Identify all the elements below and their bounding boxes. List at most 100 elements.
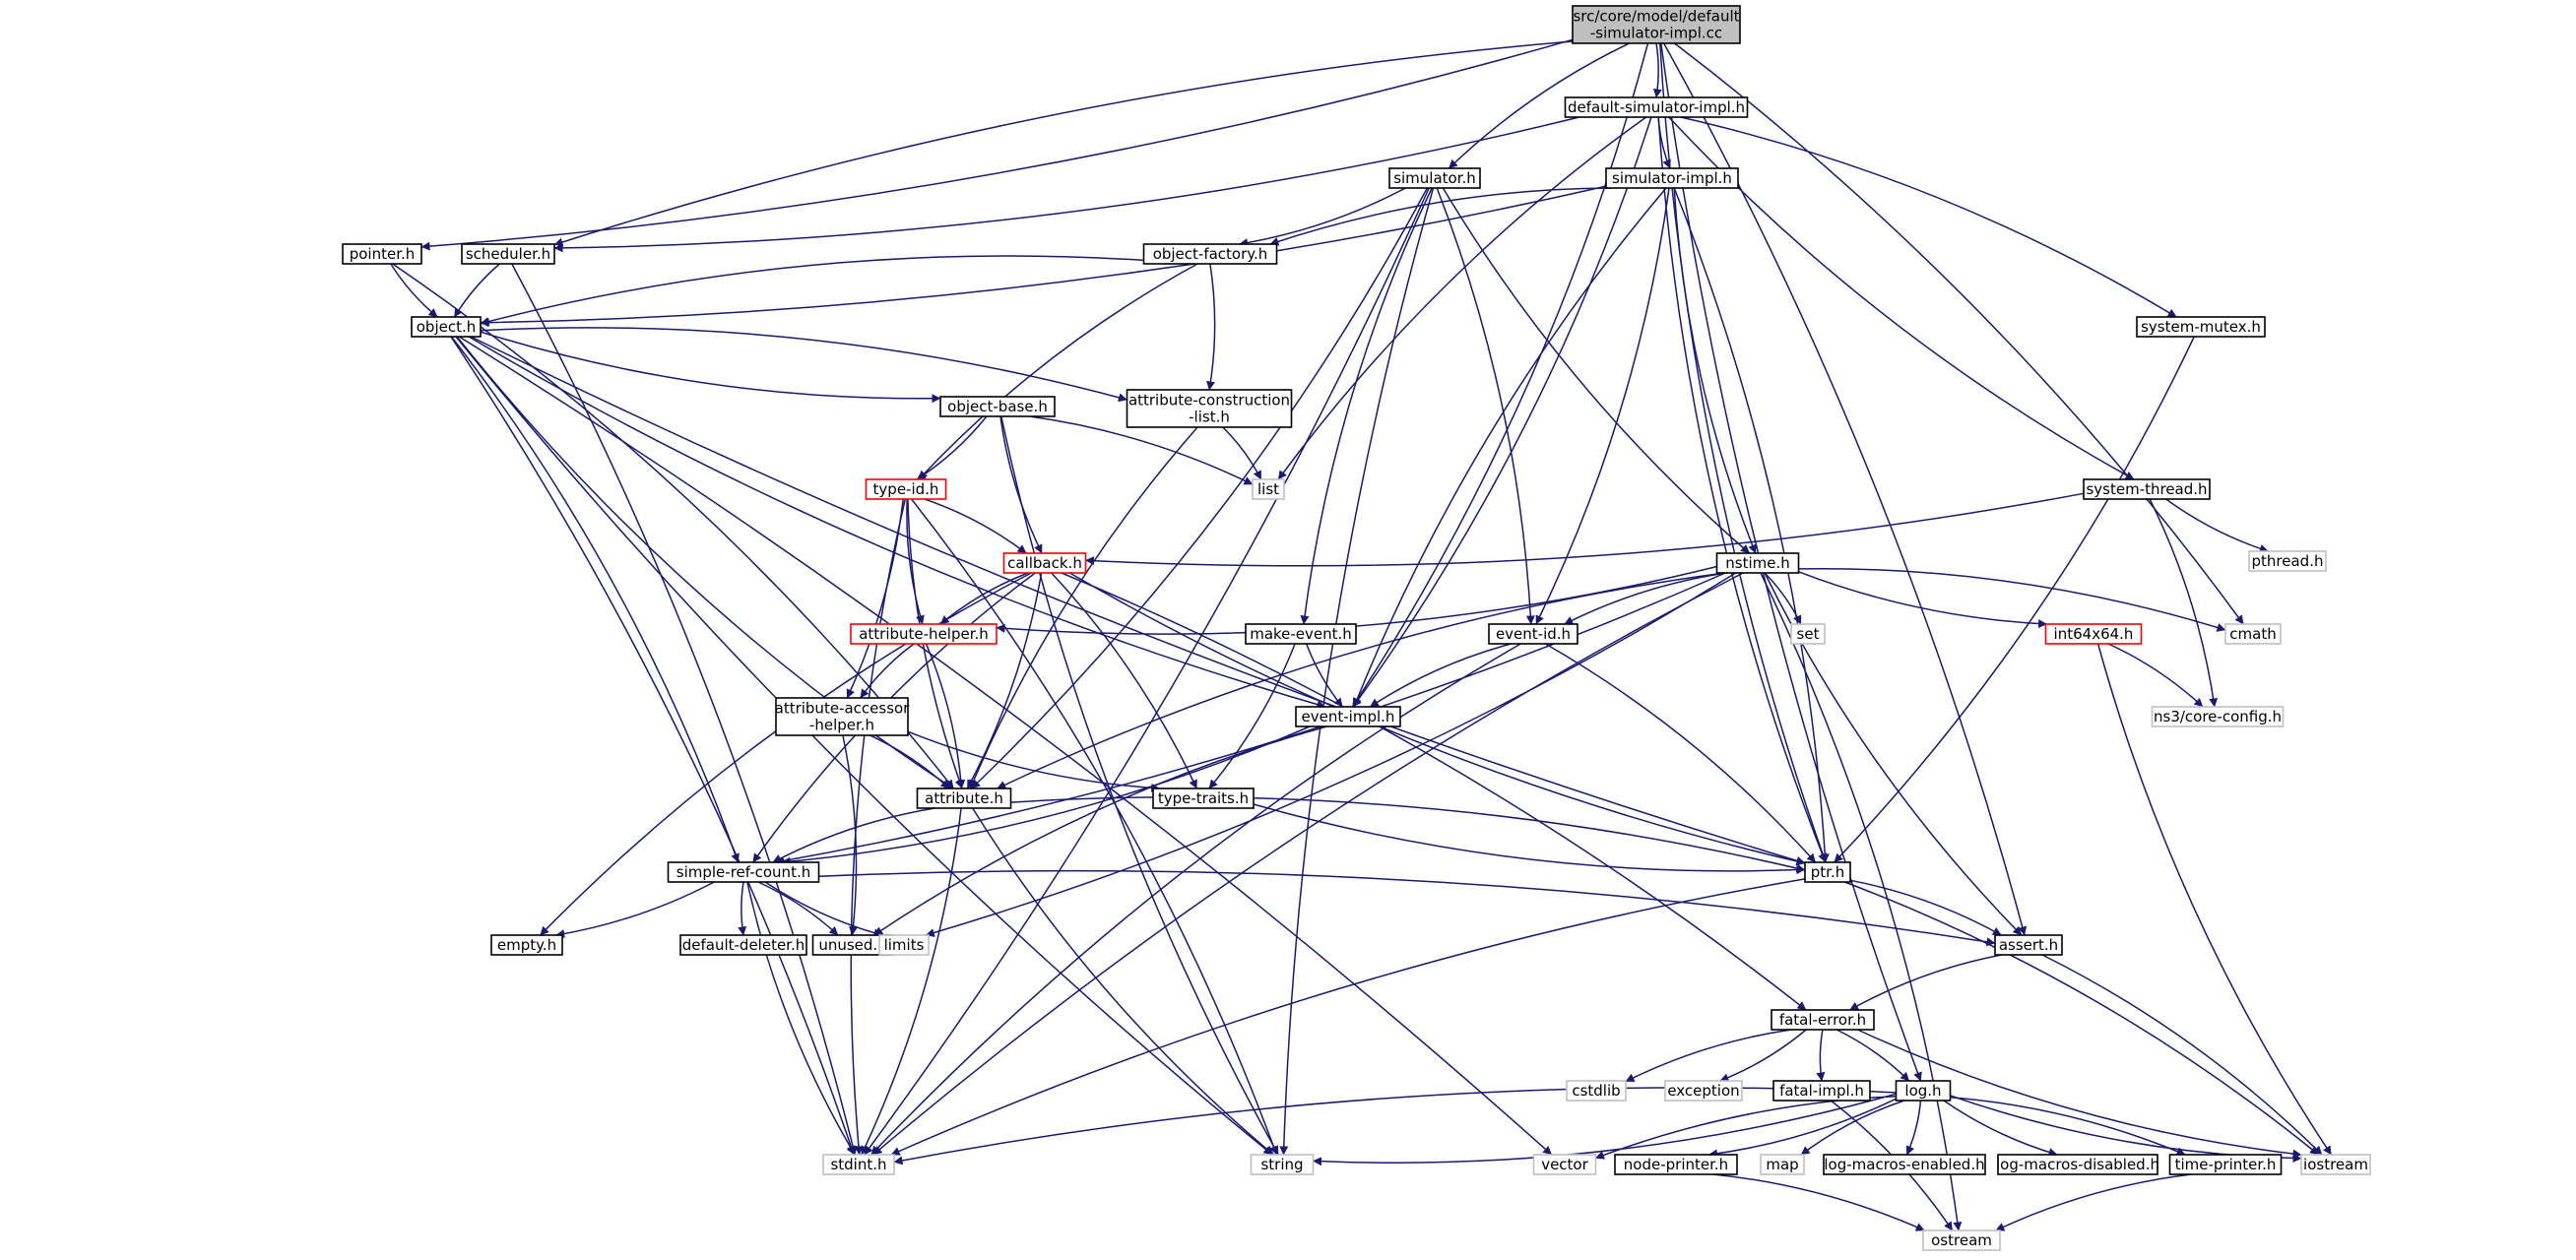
node-fatalimpl[interactable]: fatal-impl.h	[1772, 1080, 1871, 1102]
node-logmd[interactable]: log-macros-disabled.h	[1996, 1154, 2159, 1175]
node-sched[interactable]: scheduler.h	[461, 243, 555, 265]
edge-attrcl-to-attrh	[969, 426, 1198, 789]
node-timeprint-label: time-printer.h	[2175, 1156, 2277, 1173]
node-objfact-label: object-factory.h	[1153, 245, 1268, 263]
edge-typeid-to-stdint	[850, 498, 907, 1156]
node-callback-label: callback.h	[1007, 554, 1082, 572]
node-map: map	[1760, 1154, 1805, 1175]
node-simimplh[interactable]: simulator-impl.h	[1605, 167, 1739, 189]
edge-simimplh-to-objfact	[1269, 187, 1613, 246]
node-dsimh[interactable]: default-simulator-impl.h	[1564, 96, 1749, 118]
node-set-label: set	[1797, 625, 1820, 643]
edge-attracc-to-typetr	[907, 730, 1161, 792]
edge-nstime-to-set	[1764, 572, 1802, 625]
edge-evid-to-evimpl	[1369, 643, 1512, 708]
node-vector: vector	[1532, 1154, 1597, 1175]
node-attrhelp[interactable]: attribute-helper.h	[850, 623, 998, 645]
node-stdint-label: stdint.h	[830, 1156, 886, 1173]
node-makeev[interactable]: make-event.h	[1245, 623, 1357, 645]
node-typeid-label: type-id.h	[873, 480, 939, 498]
node-logh[interactable]: log.h	[1895, 1080, 1952, 1102]
edge-simh-to-makeev	[1300, 187, 1433, 625]
node-attracc-label: -helper.h	[809, 717, 874, 734]
node-systhread-box	[2083, 478, 2211, 500]
node-int64[interactable]: int64x64.h	[2044, 623, 2143, 645]
node-callback[interactable]: callback.h	[1002, 552, 1087, 574]
node-nodeprint[interactable]: node-printer.h	[1614, 1154, 1738, 1175]
node-nstime[interactable]: nstime.h	[1715, 552, 1800, 574]
edge-layer	[390, 38, 2333, 1231]
node-simimplh-box	[1605, 167, 1739, 189]
node-defdel[interactable]: default-deleter.h	[679, 934, 807, 956]
node-objbase-label: object-base.h	[947, 398, 1048, 415]
node-fatalerr-label: fatal-error.h	[1779, 1011, 1866, 1029]
node-simh[interactable]: simulator.h	[1388, 167, 1481, 189]
node-coreconf-box	[2151, 706, 2285, 727]
node-logme[interactable]: log-macros-enabled.h	[1823, 1154, 1986, 1175]
edge-simh-to-evid	[1436, 187, 1535, 625]
node-root[interactable]: src/core/model/default-simulator-impl.cc	[1572, 5, 1741, 44]
node-srefc[interactable]: simple-ref-count.h	[667, 861, 820, 883]
node-empty[interactable]: empty.h	[490, 934, 563, 956]
node-attrh[interactable]: attribute.h	[916, 788, 1012, 809]
node-set: set	[1790, 623, 1826, 645]
edge-evid-to-stdint	[870, 643, 1521, 1156]
node-root-label: -simulator-impl.cc	[1590, 25, 1722, 42]
node-iostream: iostream	[2300, 1154, 2371, 1175]
node-evid[interactable]: event-id.h	[1488, 623, 1578, 645]
node-logme-label: log-macros-enabled.h	[1824, 1156, 1984, 1173]
node-pointer[interactable]: pointer.h	[342, 243, 422, 265]
node-typetr-label: type-traits.h	[1158, 789, 1249, 807]
node-typetr[interactable]: type-traits.h	[1152, 788, 1255, 809]
edge-systhread-to-pthread	[2165, 498, 2269, 553]
node-evimpl[interactable]: event-impl.h	[1295, 706, 1401, 727]
node-objbase-box	[939, 396, 1056, 417]
node-objfact[interactable]: object-factory.h	[1142, 243, 1278, 265]
edge-ptrh-to-iostream	[1844, 881, 2320, 1156]
node-pointer-box	[342, 243, 422, 265]
node-objbase[interactable]: object-base.h	[939, 396, 1056, 417]
edge-typeid-to-attracc	[846, 498, 904, 699]
edge-attrhelp-to-attracc	[860, 643, 915, 699]
edge-systhread-to-coreconf	[2149, 498, 2219, 708]
node-makeev-label: make-event.h	[1250, 625, 1352, 643]
edge-nstime-to-ostream	[1760, 572, 1963, 1231]
edge-logh-to-map	[1800, 1100, 1905, 1156]
edge-root-to-dsimh	[1652, 42, 1662, 98]
node-attrcl[interactable]: attribute-construction-list.h	[1126, 389, 1293, 428]
node-evimpl-box	[1295, 706, 1401, 727]
node-sysmutex[interactable]: system-mutex.h	[2136, 316, 2266, 338]
node-objh[interactable]: object.h	[411, 316, 482, 338]
node-assert[interactable]: assert.h	[1994, 934, 2063, 956]
node-stdint: stdint.h	[822, 1154, 895, 1175]
node-pthread-label: pthread.h	[2252, 552, 2324, 570]
node-srefc-box	[667, 861, 820, 883]
node-objfact-box	[1142, 243, 1278, 265]
node-attracc[interactable]: attribute-accessor-helper.h	[775, 697, 911, 736]
edge-attrh-to-string	[972, 807, 1274, 1156]
edge-makeev-to-typetr	[1208, 643, 1296, 789]
edge-srefc-to-defdel	[738, 881, 747, 936]
node-simh-box	[1388, 167, 1481, 189]
edge-dsimh-to-ptrh	[1657, 116, 1827, 863]
node-exception-label: exception	[1667, 1082, 1739, 1100]
node-logmd-label: log-macros-disabled.h	[1996, 1156, 2159, 1173]
edge-makeev-to-evimpl	[1305, 643, 1343, 708]
edge-simimplh-to-evimpl	[1353, 187, 1667, 708]
edge-objh-to-stdint	[450, 336, 856, 1156]
node-fatalerr[interactable]: fatal-error.h	[1771, 1009, 1875, 1031]
node-systhread[interactable]: system-thread.h	[2083, 478, 2211, 500]
node-cmath: cmath	[2224, 623, 2282, 645]
edge-nstime-to-limits	[925, 572, 1737, 937]
node-typeid[interactable]: type-id.h	[865, 478, 947, 500]
node-ptrh[interactable]: ptr.h	[1804, 861, 1851, 883]
node-string-box	[1250, 1154, 1315, 1175]
node-typetr-box	[1152, 788, 1255, 809]
edge-simh-to-objfact	[1239, 187, 1406, 248]
node-sched-box	[461, 243, 555, 265]
node-timeprint[interactable]: time-printer.h	[2168, 1154, 2283, 1175]
node-coreconf: ns3/core-config.h	[2151, 706, 2285, 727]
node-map-label: map	[1766, 1156, 1798, 1173]
edge-nstime-to-stdint	[872, 572, 1744, 1156]
node-pthread: pthread.h	[2248, 550, 2327, 572]
